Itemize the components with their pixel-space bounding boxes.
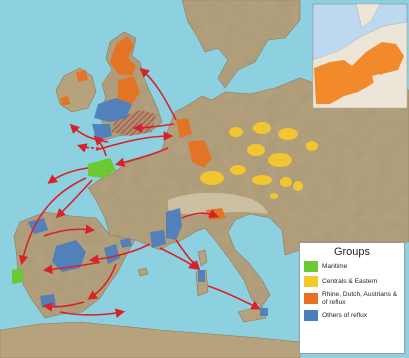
legend-swatch-maritime xyxy=(304,261,318,272)
inset-scandinavia xyxy=(355,3,381,29)
region-england-hatched xyxy=(112,110,156,136)
legend-item-maritime: Maritime xyxy=(304,261,400,272)
legend-item-central-eastern: Centrals & Eastern xyxy=(304,276,400,287)
region-low-countries xyxy=(176,118,192,138)
arrow-brittany-coast xyxy=(55,179,93,219)
legend-title: Groups xyxy=(333,246,371,258)
legend-swatch-others-reflux xyxy=(304,310,318,321)
arrow-provence-to-corsica xyxy=(159,247,199,270)
legend-label: Others of reflux xyxy=(322,311,368,319)
legend-item-others-reflux: Others of reflux xyxy=(304,310,400,321)
arrow-brittany-north xyxy=(93,135,107,157)
arrow-brittany-to-galicia xyxy=(18,177,87,266)
migration-arrows xyxy=(18,67,261,318)
arrow-corsica-to-sicily xyxy=(207,285,261,310)
regions-maritime xyxy=(12,158,116,284)
arrow-rhine-to-england xyxy=(132,123,175,133)
legend-label: Centrals & Eastern xyxy=(322,277,378,285)
arrow-provence-west xyxy=(88,243,151,265)
arrow-iberia-north-east xyxy=(43,224,96,237)
region-northern-england xyxy=(118,76,140,104)
land-north-africa xyxy=(0,321,301,358)
legend-label: Rhine, Dutch, Austrians & of reflux xyxy=(322,291,398,306)
region-corsica xyxy=(198,270,205,282)
region-northern-ireland xyxy=(76,70,88,82)
region-scotland xyxy=(110,36,136,76)
region-rhine xyxy=(188,140,212,168)
region-alps-west xyxy=(166,208,182,240)
arrow-rhine-to-scotland xyxy=(139,67,177,121)
region-ireland-west xyxy=(60,96,70,106)
arrow-alps-to-italy xyxy=(181,209,219,219)
arrow-to-ireland xyxy=(69,123,109,143)
arrow-catalonia-south xyxy=(87,263,117,300)
inset-italy xyxy=(372,74,388,100)
region-iberia-east xyxy=(104,244,120,264)
legend-label: Maritime xyxy=(322,262,348,270)
region-brittany xyxy=(88,158,116,178)
arrow-biscay xyxy=(47,167,89,184)
region-sicily xyxy=(260,308,268,316)
legend: Groups Maritime Centrals & Eastern Rhine… xyxy=(299,242,405,354)
regions-others-reflux xyxy=(28,98,268,316)
land-balearics xyxy=(137,267,149,277)
region-galicia xyxy=(12,268,24,284)
arrow-south-coast xyxy=(59,308,126,318)
inset-orange-region xyxy=(314,42,404,104)
legend-swatch-rhine-dutch-austrian xyxy=(304,293,318,304)
region-catalonia xyxy=(120,238,132,248)
legend-item-rhine-dutch-austrian: Rhine, Dutch, Austrians & of reflux xyxy=(304,291,400,306)
arrow-rhine-to-brittany xyxy=(114,147,169,167)
region-iberia-centre xyxy=(52,240,86,272)
arrow-channel-east xyxy=(95,131,174,151)
region-provence xyxy=(150,230,166,248)
inset-map xyxy=(312,3,408,109)
arrow-iberia-coast xyxy=(42,301,85,312)
regions-central-eastern xyxy=(200,122,318,199)
alps-relief xyxy=(168,192,268,215)
region-wales-midlands xyxy=(94,98,132,122)
legend-swatch-central-eastern xyxy=(304,276,318,287)
arrow-iberia-east-west xyxy=(42,261,101,275)
